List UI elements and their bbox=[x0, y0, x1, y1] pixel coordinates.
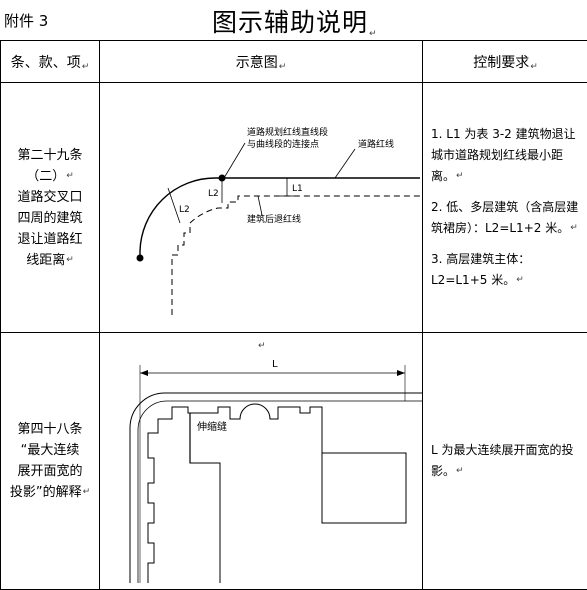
clause-line: 线距离↵ bbox=[5, 250, 95, 271]
requirement-item: 3. 高层建筑主体：L2=L1+5 米。↵ bbox=[431, 249, 582, 291]
header-clause: 条、款、项↵ bbox=[1, 41, 100, 83]
table-header-row: 条、款、项↵ 示意图↵ 控制要求↵ bbox=[1, 41, 587, 83]
frontage-width-diagram: ↵ L 伸缩缝 bbox=[100, 333, 423, 590]
requirements-48-cell: L 为最大连续展开面宽的投影。↵ bbox=[423, 333, 587, 590]
building-setback-line bbox=[172, 196, 420, 315]
clause-48-cell: 第四十八条 “最大连续 展开面宽的 投影”的解释↵ bbox=[1, 333, 100, 590]
clause-line: “最大连续 bbox=[5, 440, 95, 461]
intersection-setback-diagram: 道路规划红线直线段 与曲线段的连接点 道路红线 建筑后退红线 L1 L2 L2 bbox=[100, 83, 423, 333]
return-mark: ↵ bbox=[258, 341, 266, 351]
clause-line: 道路交叉口 bbox=[5, 187, 95, 208]
road-edge-inner bbox=[138, 401, 422, 583]
clause-line: （二）↵ bbox=[5, 166, 95, 187]
building-outline bbox=[148, 404, 406, 583]
table-row: 第二十九条 （二）↵ 道路交叉口 四周的建筑 退让道路红 线距离↵ 道路规 bbox=[1, 83, 587, 333]
clause-line: 第四十八条 bbox=[5, 419, 95, 440]
road-edge-outer bbox=[130, 393, 422, 583]
explanation-table: 条、款、项↵ 示意图↵ 控制要求↵ 第二十九条 （二）↵ 道路交叉口 四周的建筑… bbox=[0, 40, 587, 590]
clause-line: 退让道路红 bbox=[5, 229, 95, 250]
clause-29-cell: 第二十九条 （二）↵ 道路交叉口 四周的建筑 退让道路红 线距离↵ bbox=[1, 83, 100, 333]
clause-line: 展开面宽的 bbox=[5, 461, 95, 482]
table-row: 第四十八条 “最大连续 展开面宽的 投影”的解释↵ ↵ L 伸缩缝 bbox=[1, 333, 587, 590]
label-l: L bbox=[272, 359, 278, 370]
label-l2: L2 bbox=[208, 189, 219, 199]
label-road-red-line: 道路红线 bbox=[358, 138, 394, 150]
label-setback-line: 建筑后退红线 bbox=[247, 213, 301, 225]
label-l1: L1 bbox=[292, 184, 303, 194]
document-title-text: 图示辅助说明 bbox=[212, 8, 368, 37]
building-inner-wall bbox=[190, 413, 220, 583]
document-title: 图示辅助说明↵ bbox=[212, 3, 378, 39]
clause-line: 投影”的解释↵ bbox=[5, 482, 95, 503]
intersection-setback-svg: 道路规划红线直线段 与曲线段的连接点 道路红线 建筑后退红线 L1 L2 L2 bbox=[100, 83, 422, 328]
header-requirements: 控制要求↵ bbox=[423, 41, 587, 83]
header-diagram: 示意图↵ bbox=[100, 41, 423, 83]
leader-red-line bbox=[335, 149, 355, 178]
arrow-left bbox=[140, 370, 148, 376]
label-tangent-point-1: 道路规划红线直线段 bbox=[247, 126, 328, 138]
label-l2-arc: L2 bbox=[179, 205, 190, 215]
label-tangent-point-2: 与曲线段的连接点 bbox=[247, 138, 319, 150]
requirements-29-cell: 1. L1 为表 3-2 建筑物退让城市道路规划红线最小距离。↵ 2. 低、多层… bbox=[423, 83, 587, 333]
requirement-item: L 为最大连续展开面宽的投影。↵ bbox=[431, 440, 582, 482]
return-mark: ↵ bbox=[369, 29, 378, 39]
leader-setback bbox=[258, 196, 262, 215]
label-expansion-joint: 伸缩缝 bbox=[197, 420, 227, 433]
clause-line: 四周的建筑 bbox=[5, 208, 95, 229]
tangent-point-dot bbox=[137, 255, 144, 262]
requirement-item: 2. 低、多层建筑（含高层建筑裙房）：L2=L1+2 米。↵ bbox=[431, 197, 582, 239]
frontage-width-svg: ↵ L 伸缩缝 bbox=[100, 333, 422, 585]
attachment-label: 附件 3 bbox=[4, 10, 48, 31]
leader-tangent bbox=[224, 143, 245, 178]
clause-line: 第二十九条 bbox=[5, 145, 95, 166]
requirement-item: 1. L1 为表 3-2 建筑物退让城市道路规划红线最小距离。↵ bbox=[431, 124, 582, 187]
arrow-right bbox=[397, 370, 405, 376]
